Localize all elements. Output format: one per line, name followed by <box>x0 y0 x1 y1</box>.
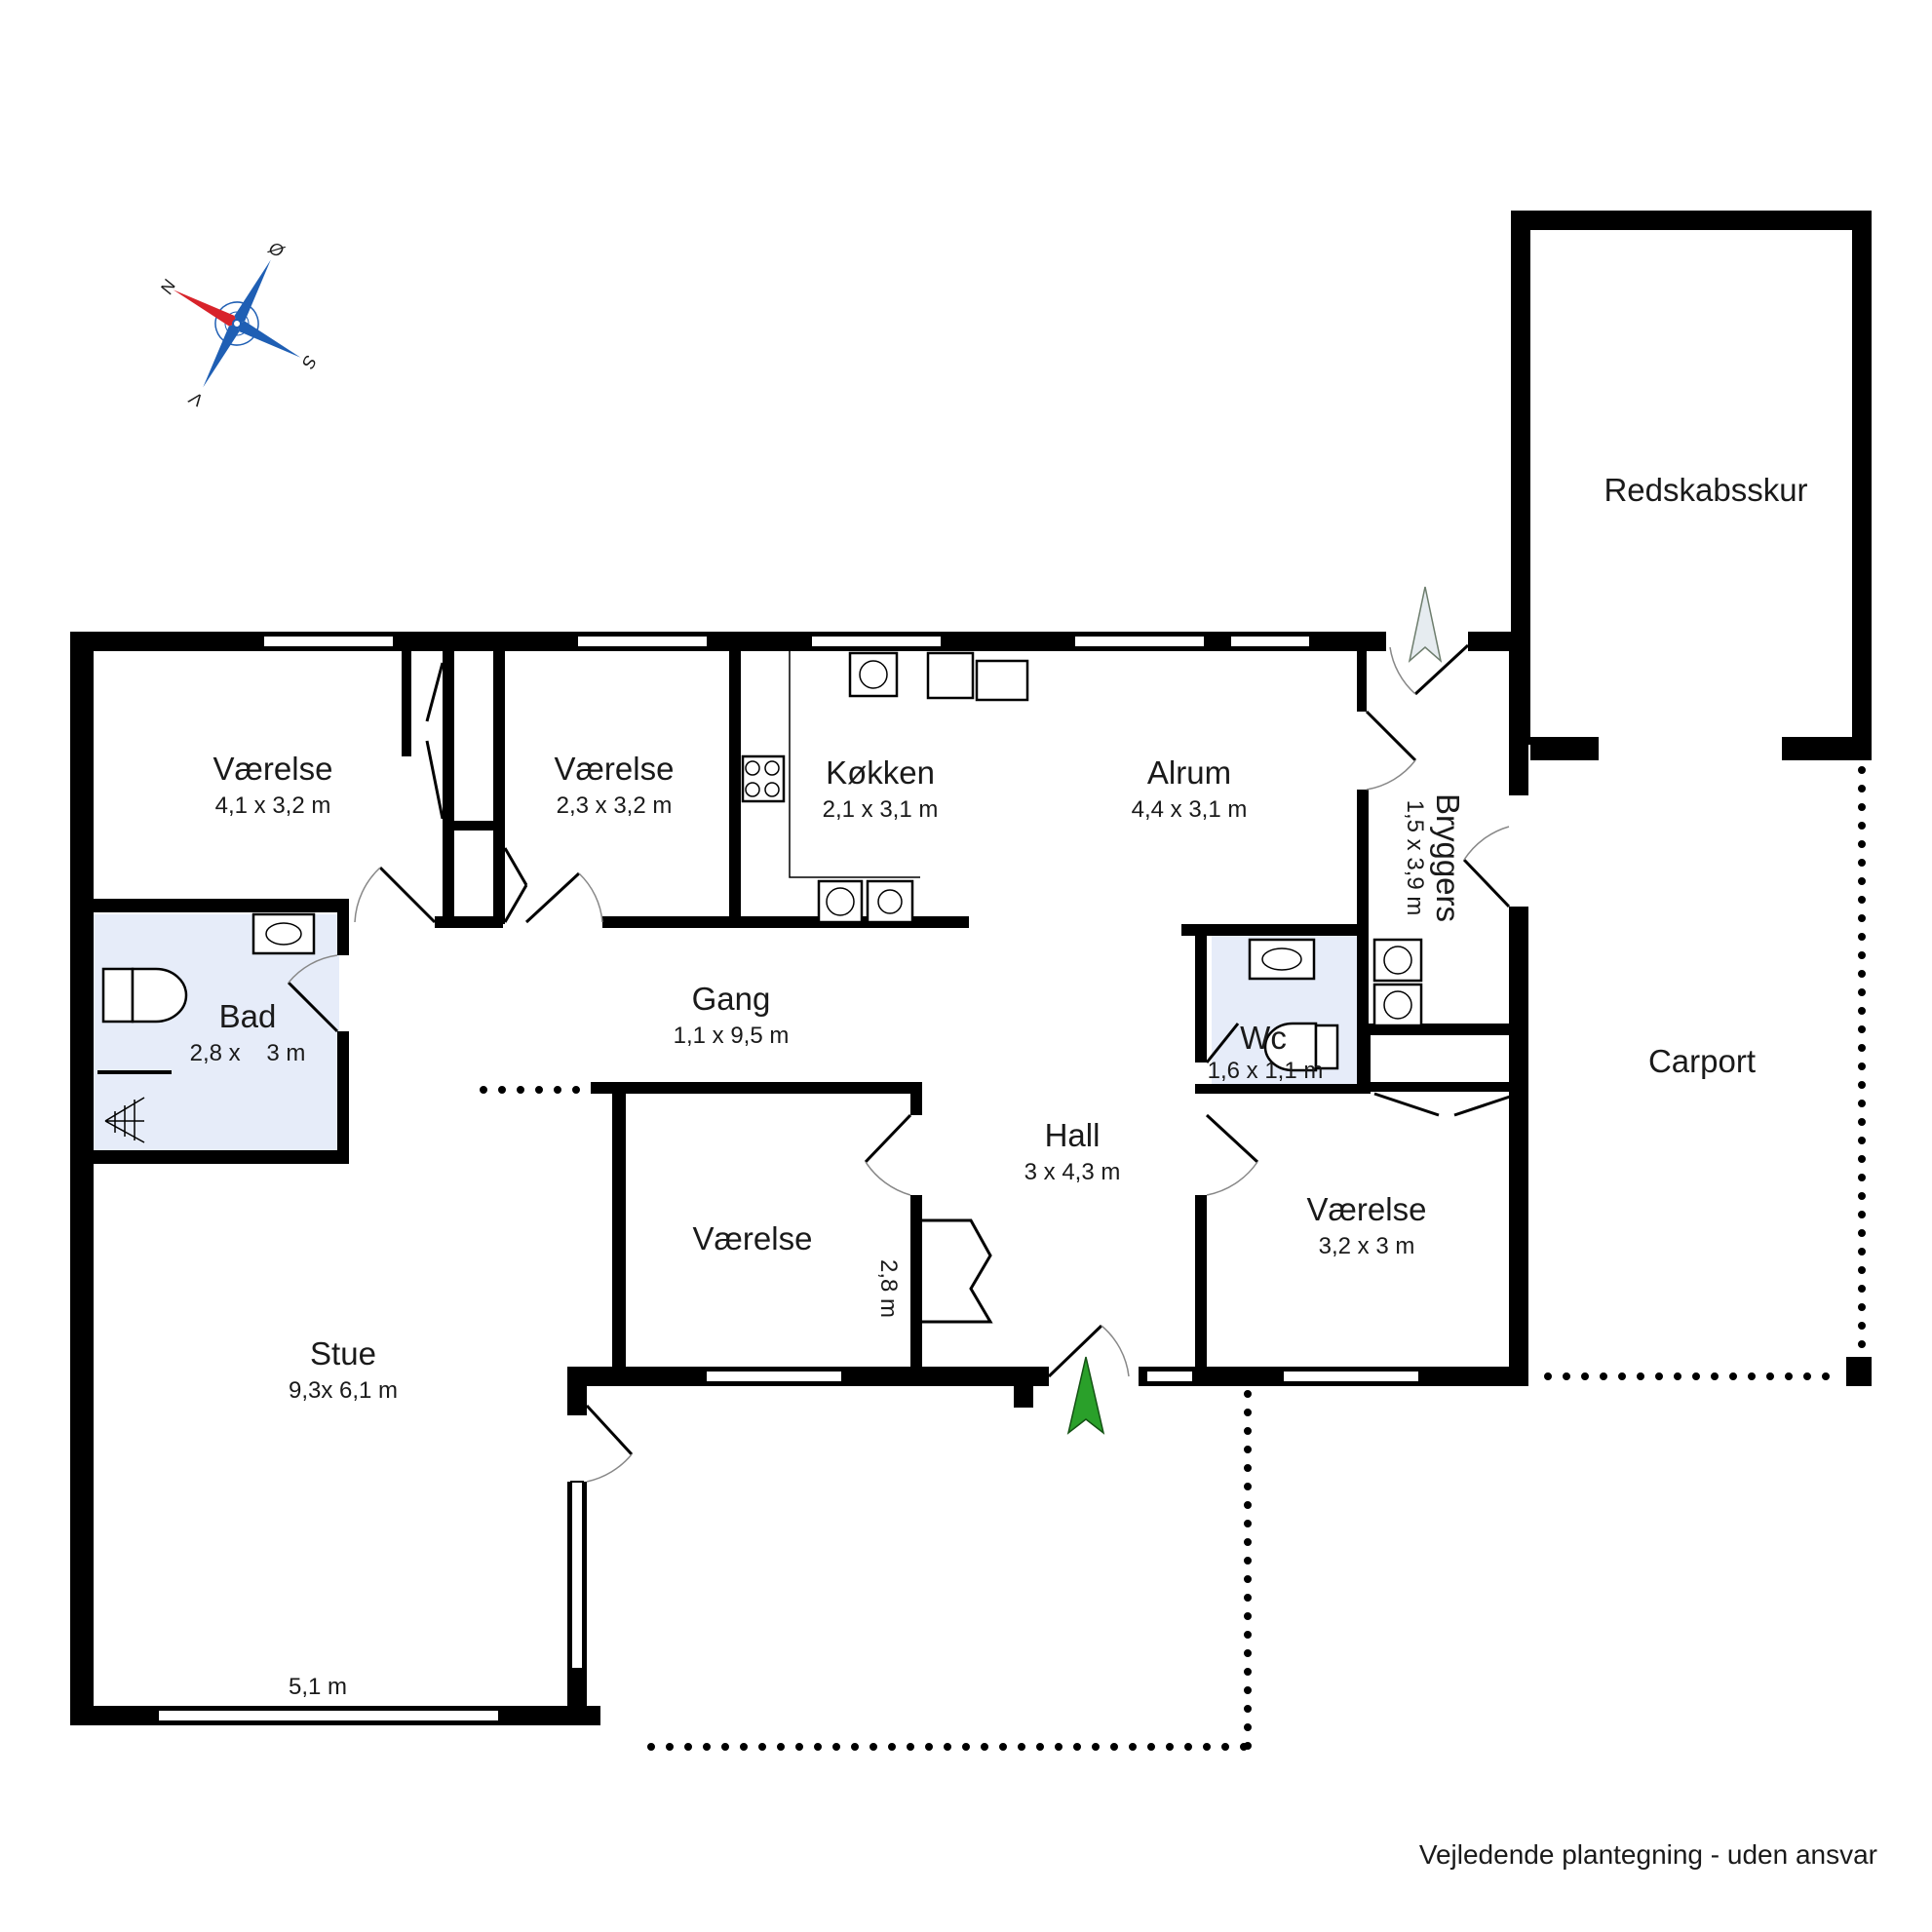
wc-name: Wc <box>1240 1020 1287 1056</box>
vaerelse1-dims: 4,1 x 3,2 m <box>215 792 331 819</box>
door-swing <box>1365 710 1417 762</box>
vaerelse1-name: Værelse <box>213 751 333 787</box>
compass-w-label: V <box>185 387 207 410</box>
wardrobe-doors <box>425 662 444 820</box>
bryggers-dims: 1,5 x 3,9 m <box>1402 800 1428 916</box>
window <box>810 635 943 648</box>
vaerelse2-name: Værelse <box>555 751 675 787</box>
door-swing <box>1047 1324 1103 1378</box>
kitchen-counter <box>975 659 1029 702</box>
stue-width-label: 5,1 m <box>289 1674 347 1700</box>
window <box>1073 635 1206 648</box>
window <box>1145 1370 1194 1383</box>
bad-dims: 2,8 x 3 m <box>190 1040 306 1066</box>
koekken-name: Køkken <box>826 754 935 791</box>
stue-name: Stue <box>310 1335 376 1372</box>
shower-icon <box>104 1097 145 1143</box>
walls <box>70 211 1872 1725</box>
compass-e-label: Ø <box>265 237 289 261</box>
carport-name: Carport <box>1648 1043 1756 1079</box>
compass-s-label: S <box>298 352 321 371</box>
door-swing <box>1413 643 1470 696</box>
bryggers-name: Bryggers <box>1430 793 1466 922</box>
dishwasher <box>926 651 975 700</box>
alrum-dims: 4,4 x 3,1 m <box>1132 796 1248 823</box>
compass-west-arm <box>203 324 240 388</box>
compass-n-label: N <box>156 276 179 297</box>
compass-rose: N Ø S V <box>156 237 321 410</box>
window <box>1282 1370 1420 1383</box>
terrace-outline <box>480 766 1872 1751</box>
doors <box>287 643 1520 1483</box>
vaerelse4-dims: 3,2 x 3 m <box>1319 1233 1415 1259</box>
redskabsskur-name: Redskabsskur <box>1604 472 1807 508</box>
vaerelse2-dims: 2,3 x 3,2 m <box>557 792 673 819</box>
bad-name: Bad <box>219 998 277 1034</box>
door-swing <box>378 866 437 924</box>
compass-north-arm <box>173 290 237 327</box>
wc-dims: 1,6 x 1,1 m <box>1208 1058 1324 1084</box>
bad-sink <box>251 912 316 955</box>
window <box>570 1481 584 1670</box>
window <box>576 635 709 648</box>
door-swing <box>1462 858 1511 908</box>
vaerelse3-name: Værelse <box>693 1220 813 1256</box>
compass-east-arm <box>234 259 271 324</box>
stue-dims: 9,3x 6,1 m <box>289 1377 398 1404</box>
bryggers-closet-doors <box>1373 1092 1520 1117</box>
window <box>705 1370 843 1383</box>
entrance-arrows <box>1066 586 1443 1435</box>
hall-name: Hall <box>1045 1117 1101 1153</box>
vaerelse3-dims: 2,8 m <box>875 1259 902 1318</box>
windows <box>157 635 1420 1722</box>
shed-entrance-arrow <box>1408 586 1443 664</box>
wc-toilet <box>1263 1022 1318 1072</box>
window <box>1229 635 1311 648</box>
window <box>157 1709 500 1722</box>
kitchen-fixtures <box>741 651 1029 924</box>
fridge <box>866 879 914 924</box>
door-swing <box>1205 1113 1259 1164</box>
door-swing <box>1205 1023 1240 1063</box>
compass-south-arm <box>237 321 301 358</box>
koekken-dims: 2,1 x 3,1 m <box>823 796 939 823</box>
disclaimer: Vejledende plantegning - uden ansvar <box>1419 1839 1877 1870</box>
door-swing <box>524 871 581 924</box>
gang-dims: 1,1 x 9,5 m <box>674 1023 790 1049</box>
door-swing <box>585 1404 634 1456</box>
kitchen-sink <box>848 651 899 698</box>
wc-sink <box>1248 938 1316 981</box>
hall-dims: 3 x 4,3 m <box>1024 1159 1121 1185</box>
alrum-name: Alrum <box>1147 754 1231 791</box>
door-swing <box>864 1113 912 1164</box>
window <box>262 635 395 648</box>
door-swing <box>287 981 339 1033</box>
vaerelse4-name: Værelse <box>1307 1191 1427 1227</box>
room-labels: Værelse 4,1 x 3,2 m Værelse 2,3 x 3,2 m … <box>190 472 1808 1700</box>
wardrobe-doors <box>922 1218 993 1324</box>
bad-toilet <box>101 967 135 1024</box>
gang-name: Gang <box>692 981 771 1017</box>
entrance-arrow <box>1066 1356 1105 1435</box>
bath-fixtures <box>97 912 1423 1143</box>
